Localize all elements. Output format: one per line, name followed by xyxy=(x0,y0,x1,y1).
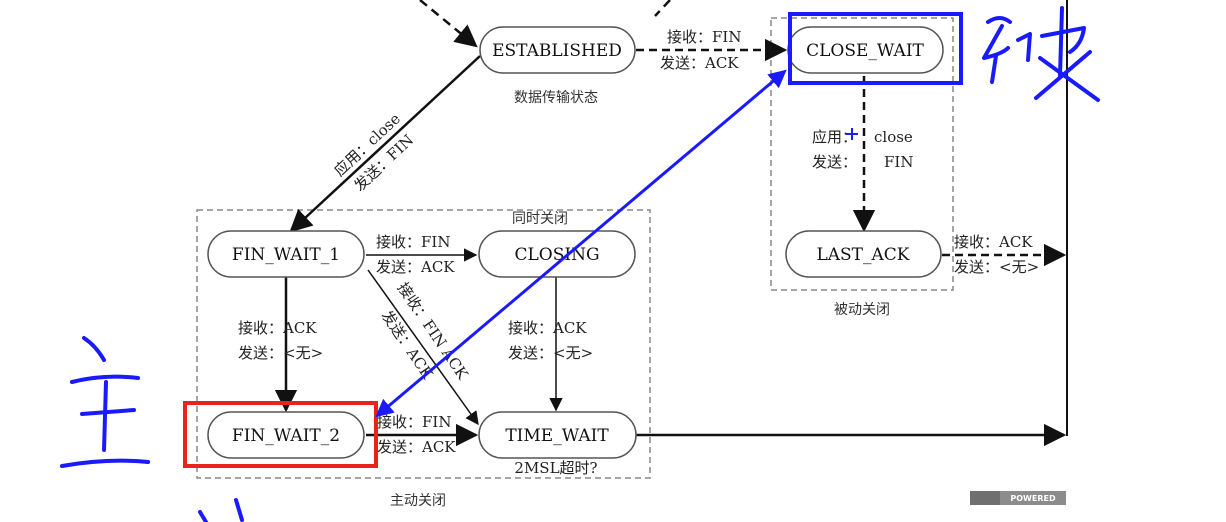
caption-passive-close: 被动关闭 xyxy=(834,302,890,318)
state-established-label: ESTABLISHED xyxy=(492,41,622,61)
label-closing-timewait-send: 发送：<无> xyxy=(508,344,593,362)
powered-badge-text: POWERED xyxy=(1010,494,1056,503)
state-last-ack-label: LAST_ACK xyxy=(816,245,909,265)
state-time-wait-label: TIME_WAIT xyxy=(505,426,609,446)
close-wait-highlight-box xyxy=(788,12,963,85)
arrow-finwait1-to-timewait xyxy=(367,269,479,426)
arrow-established-to-finwait1 xyxy=(289,55,481,233)
handwritten-passive-glyph xyxy=(982,6,1100,102)
caption-time-wait-note: 2MSL超时? xyxy=(514,459,597,477)
arrow-into-established xyxy=(419,0,478,48)
handwritten-double-arrow xyxy=(375,69,787,418)
state-close-wait-label: CLOSE_WAIT xyxy=(806,41,924,61)
label-closewait-lastack-app-val: close xyxy=(874,128,913,146)
state-fin-wait-1-label: FIN_WAIT_1 xyxy=(232,245,340,265)
label-finwait1-finwait2-send: 发送：<无> xyxy=(238,344,323,362)
label-closewait-lastack-app: 应用： xyxy=(812,128,857,146)
label-closewait-lastack-send-val: FIN xyxy=(884,153,913,171)
state-close-wait: CLOSE_WAIT xyxy=(787,26,944,74)
label-closing-timewait-recv: 接收：ACK xyxy=(508,319,587,337)
state-fin-wait-2: FIN_WAIT_2 xyxy=(207,411,365,459)
state-fin-wait-2-label: FIN_WAIT_2 xyxy=(232,426,340,446)
label-est-closewait-send: 发送：ACK xyxy=(660,54,739,72)
label-lastack-send: 发送：<无> xyxy=(954,258,1039,276)
handwritten-plus-mark xyxy=(846,128,858,140)
label-finwait2-timewait-recv: 接收：FIN xyxy=(377,413,451,431)
label-closewait-lastack-send: 发送： xyxy=(812,153,857,171)
state-closing: CLOSING xyxy=(478,230,636,278)
caption-data-transfer: 数据传输状态 xyxy=(514,90,598,106)
label-lastack-recv: 接收：ACK xyxy=(954,233,1033,251)
label-finwait1-closing-recv: 接收：FIN xyxy=(376,233,450,251)
state-last-ack: LAST_ACK xyxy=(785,230,942,278)
fin-wait-2-highlight-box xyxy=(183,401,378,468)
arrow-top-right xyxy=(654,0,671,17)
powered-badge: POWERED xyxy=(970,491,1066,505)
caption-simultaneous-close: 同时关闭 xyxy=(512,211,568,227)
state-established: ESTABLISHED xyxy=(479,26,636,74)
handwritten-active-glyph xyxy=(60,336,244,522)
label-finwait1-finwait2-recv: 接收：ACK xyxy=(238,319,317,337)
state-time-wait: TIME_WAIT xyxy=(478,411,637,459)
caption-active-close: 主动关闭 xyxy=(390,493,446,509)
label-finwait2-timewait-send: 发送：ACK xyxy=(377,438,456,456)
state-fin-wait-1: FIN_WAIT_1 xyxy=(207,230,365,278)
label-est-closewait-recv: 接收：FIN xyxy=(667,28,741,46)
label-finwait1-closing-send: 发送：ACK xyxy=(376,258,455,276)
